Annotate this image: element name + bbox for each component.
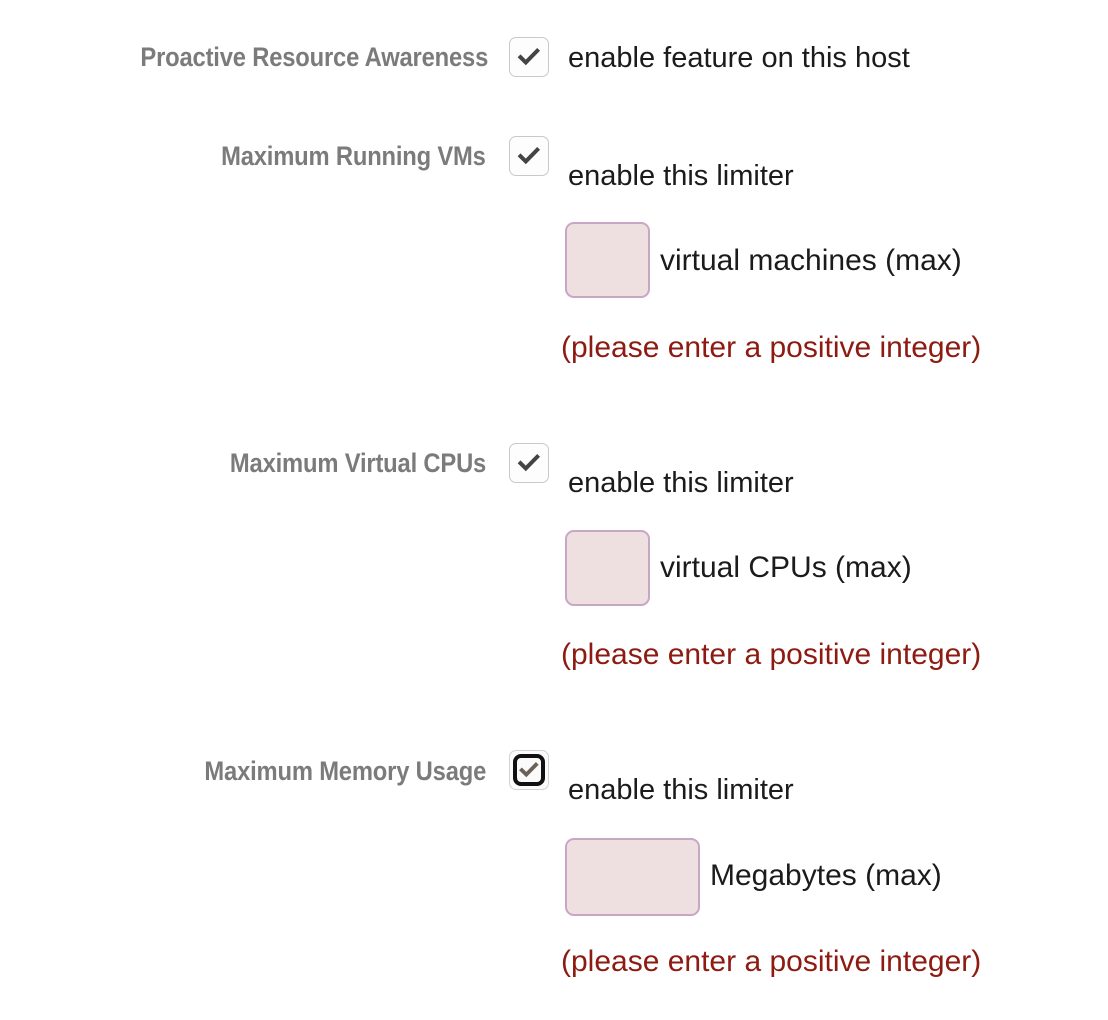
check-icon-focused [518,759,540,781]
checkbox-maximum-memory-usage[interactable] [509,750,549,790]
section-label-maximum-memory-usage: Maximum Memory Usage [204,756,486,786]
check-icon [516,450,542,476]
hint-maximum-memory-usage: (please enter a positive integer) [561,945,982,978]
input-maximum-virtual-cpus[interactable] [565,530,650,606]
checkbox-maximum-running-vms[interactable] [509,136,549,176]
unit-label-maximum-running-vms: virtual machines (max) [660,244,962,277]
checkbox-proactive-resource-awareness[interactable] [509,37,549,77]
enable-label-maximum-running-vms: enable this limiter [568,160,794,192]
unit-label-maximum-memory-usage: Megabytes (max) [710,859,942,892]
section-label-proactive-resource-awareness: Proactive Resource Awareness [140,42,488,72]
focus-ring [513,754,545,786]
enable-label-maximum-virtual-cpus: enable this limiter [568,467,794,499]
hint-maximum-virtual-cpus: (please enter a positive integer) [561,638,982,671]
section-label-maximum-running-vms: Maximum Running VMs [221,141,486,171]
checkbox-maximum-virtual-cpus[interactable] [509,443,549,483]
hint-maximum-running-vms: (please enter a positive integer) [561,331,982,364]
input-maximum-running-vms[interactable] [565,222,650,298]
enable-label-maximum-memory-usage: enable this limiter [568,774,794,806]
check-icon [516,143,542,169]
section-label-maximum-virtual-cpus: Maximum Virtual CPUs [229,448,486,478]
enable-label-proactive-resource-awareness: enable feature on this host [568,42,910,74]
unit-label-maximum-virtual-cpus: virtual CPUs (max) [660,551,912,584]
check-icon [516,44,542,70]
input-maximum-memory-usage[interactable] [565,838,700,916]
